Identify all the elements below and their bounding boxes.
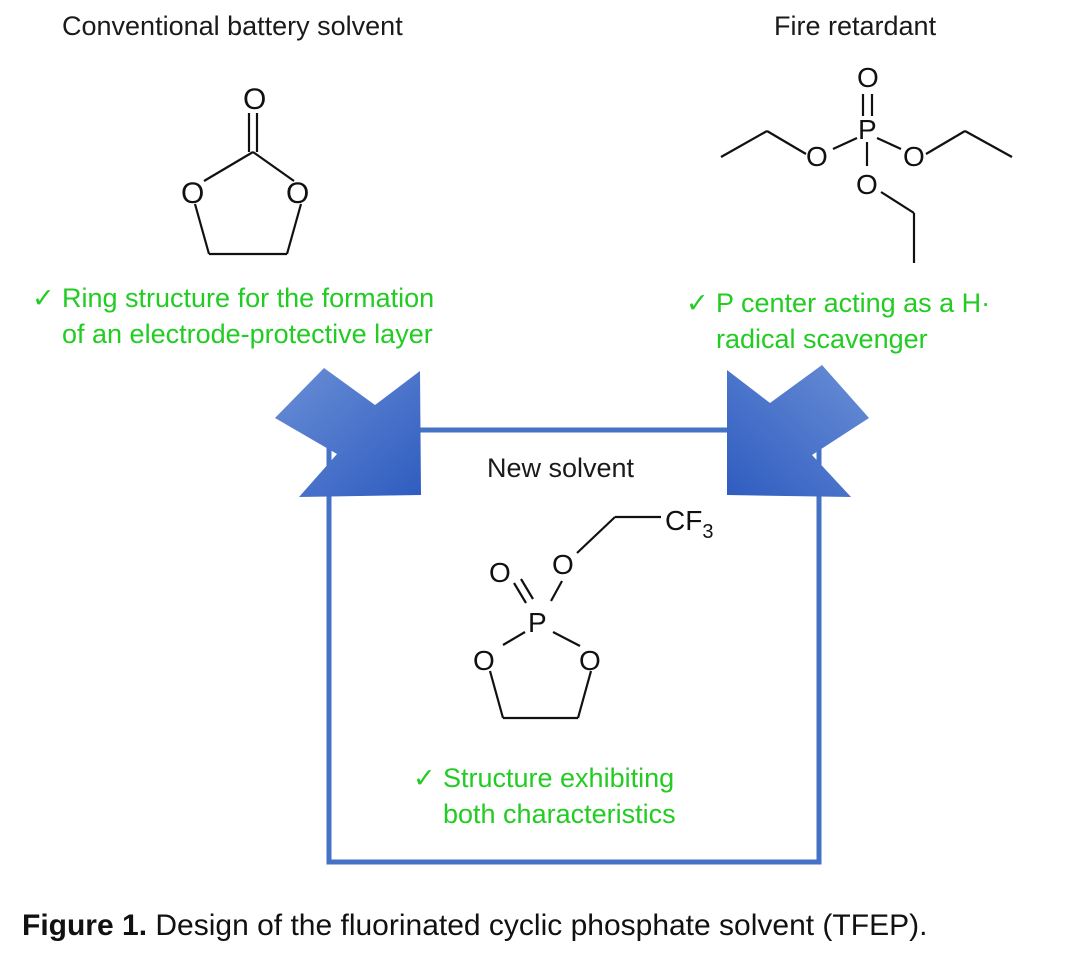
right-note-line1: P center acting as a H· <box>716 288 991 318</box>
ethylene-carbonate-structure <box>193 113 303 256</box>
ec-ring-oxygen-left: O <box>181 177 204 210</box>
left-check-icon: ✓ <box>32 283 55 313</box>
left-panel-title: Conventional battery solvent <box>62 11 403 41</box>
center-panel-title: New solvent <box>487 453 635 483</box>
center-note-line1: Structure exhibiting <box>443 763 675 793</box>
center-check-icon: ✓ <box>413 763 436 793</box>
right-panel-title: Fire retardant <box>774 11 937 41</box>
tep-phosphoryl-oxygen: O <box>857 62 879 93</box>
ec-carbonyl-oxygen: O <box>243 83 266 116</box>
tep-oxygen-right: O <box>903 141 925 172</box>
tep-phosphorus: P <box>858 114 877 145</box>
tfep-ring-oxygen-left: O <box>473 645 495 676</box>
tfep-phosphoryl-oxygen: O <box>489 557 511 588</box>
tfep-ring-oxygen-right: O <box>579 645 601 676</box>
tfep-cf3-group: CF3 <box>665 505 713 543</box>
tfep-structure <box>488 515 661 720</box>
right-arrow <box>727 365 869 497</box>
center-note-line2: both characteristics <box>443 799 676 829</box>
figure-caption-label: Figure 1. <box>22 909 148 942</box>
left-panel-note: ✓ Ring structure for the formation of an… <box>32 280 492 355</box>
right-check-icon: ✓ <box>686 288 709 318</box>
tep-oxygen-bottom: O <box>856 169 878 200</box>
center-panel-note: ✓ Structure exhibiting both characterist… <box>413 760 733 835</box>
tep-oxygen-left: O <box>806 141 828 172</box>
left-note-line2: of an electrode-protective layer <box>62 319 433 349</box>
left-note-line1: Ring structure for the formation <box>62 283 435 313</box>
right-panel-note: ✓ P center acting as a H· radical scaven… <box>686 285 1056 360</box>
tfep-ester-oxygen: O <box>552 549 574 580</box>
left-arrow <box>275 368 421 497</box>
new-solvent-box <box>326 427 822 865</box>
tfep-cf3-main: CF <box>665 505 702 536</box>
tfep-phosphorus: P <box>528 607 547 638</box>
figure-caption: Figure 1. Design of the fluorinated cycl… <box>22 909 927 943</box>
triethyl-phosphate-structure <box>720 94 1013 263</box>
tfep-cf3-subscript: 3 <box>702 521 713 543</box>
right-note-line2: radical scavenger <box>716 324 928 354</box>
figure-caption-text: Design of the fluorinated cyclic phospha… <box>147 909 928 942</box>
ec-ring-oxygen-right: O <box>286 177 309 210</box>
